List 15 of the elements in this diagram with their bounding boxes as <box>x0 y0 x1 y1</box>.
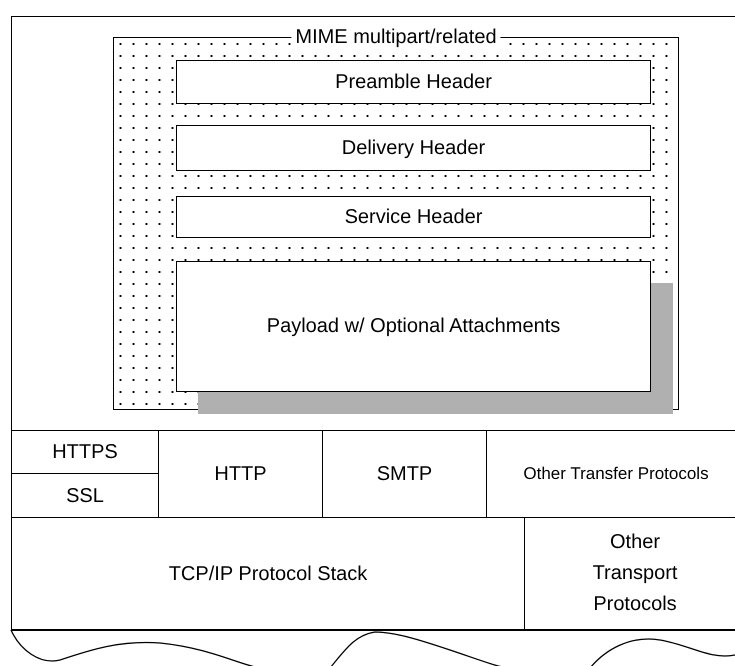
node-label: Delivery Header <box>342 136 486 160</box>
node-label: HTTP <box>214 462 267 486</box>
node-label: Preamble Header <box>335 70 492 94</box>
node-label: Service Header <box>344 205 482 229</box>
payload-box <box>176 261 651 392</box>
node-label: Other Transport Protocols <box>592 530 678 617</box>
node-label: HTTPS <box>52 440 118 464</box>
node-label: Other Transfer Protocols <box>523 463 709 485</box>
node-label: TCP/IP Protocol Stack <box>168 562 368 586</box>
header-box <box>176 60 651 104</box>
node-label: SSL <box>66 484 104 508</box>
node-label: Payload w/ Optional Attachments <box>266 314 560 339</box>
header-box <box>176 125 651 171</box>
node-label: SMTP <box>376 462 432 486</box>
header-box <box>176 196 651 238</box>
